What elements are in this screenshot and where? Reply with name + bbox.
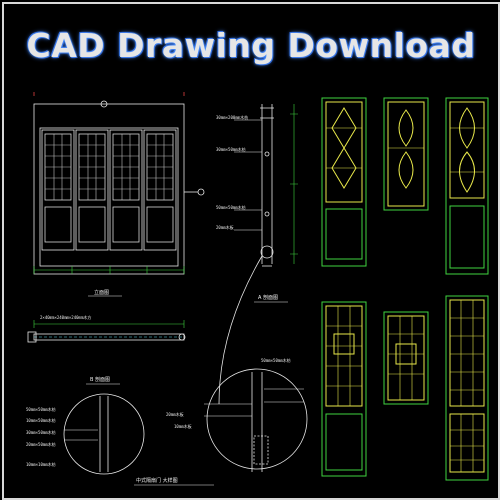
- label-elevation-main: 立面图: [94, 289, 109, 296]
- dim-mid-1: 50mm×50mm木枋: [216, 204, 246, 210]
- plan-section-b: [27, 320, 186, 343]
- dim-plan: 2×40mm×240mm×240mm木方: [40, 314, 91, 320]
- door-panel-3: [109, 129, 143, 251]
- dim-detail-1: 50mm×50mm木枋: [26, 406, 56, 412]
- banner-title: CAD Drawing Download: [26, 26, 476, 65]
- label-section-b: B 剖面图: [90, 376, 110, 383]
- cad-drawing: 立面图 2×40mm×240mm×240mm木方 B 剖面图 30mm×200m…: [26, 92, 489, 486]
- dim-detail-6: 20mm木板: [166, 411, 184, 417]
- door-elevation-4: [321, 301, 367, 477]
- dim-mid-2: 20mm木板: [216, 224, 234, 230]
- door-panel-1: [41, 129, 75, 251]
- dim-detail-5: 10mm×10mm木枋: [26, 461, 56, 467]
- elevation-four-panel-screen: [33, 100, 205, 275]
- dim-detail-4: 20mm×50mm木枋: [26, 441, 56, 447]
- door-panel-4: [143, 129, 177, 251]
- dim-detail-3: 30mm×50mm木枋: [26, 429, 56, 435]
- dim-detail-8: 10mm木板: [174, 423, 192, 429]
- dim-top-1: 30mm×200mm木枋: [216, 114, 248, 120]
- dim-top-2: 30mm×50mm木枋: [216, 146, 246, 152]
- leader-curve: [218, 255, 263, 405]
- red-marks: [33, 92, 185, 96]
- dim-detail-2: 10mm×50mm木枋: [26, 417, 56, 423]
- dim-detail-7: 50mm×50mm木枋: [261, 357, 291, 363]
- vertical-section-a: [234, 104, 298, 267]
- door-elevation-3: [445, 97, 489, 275]
- detail-circles: [63, 368, 308, 475]
- label-detail: 中式隔扇门 大样图: [136, 477, 178, 484]
- door-elevation-2: [383, 97, 429, 211]
- door-panel-2: [75, 129, 109, 251]
- label-elevation-a: A 剖面图: [258, 294, 278, 301]
- door-elevation-1: [321, 97, 367, 267]
- door-elevation-5: [383, 311, 429, 405]
- door-elevation-6: [445, 295, 489, 481]
